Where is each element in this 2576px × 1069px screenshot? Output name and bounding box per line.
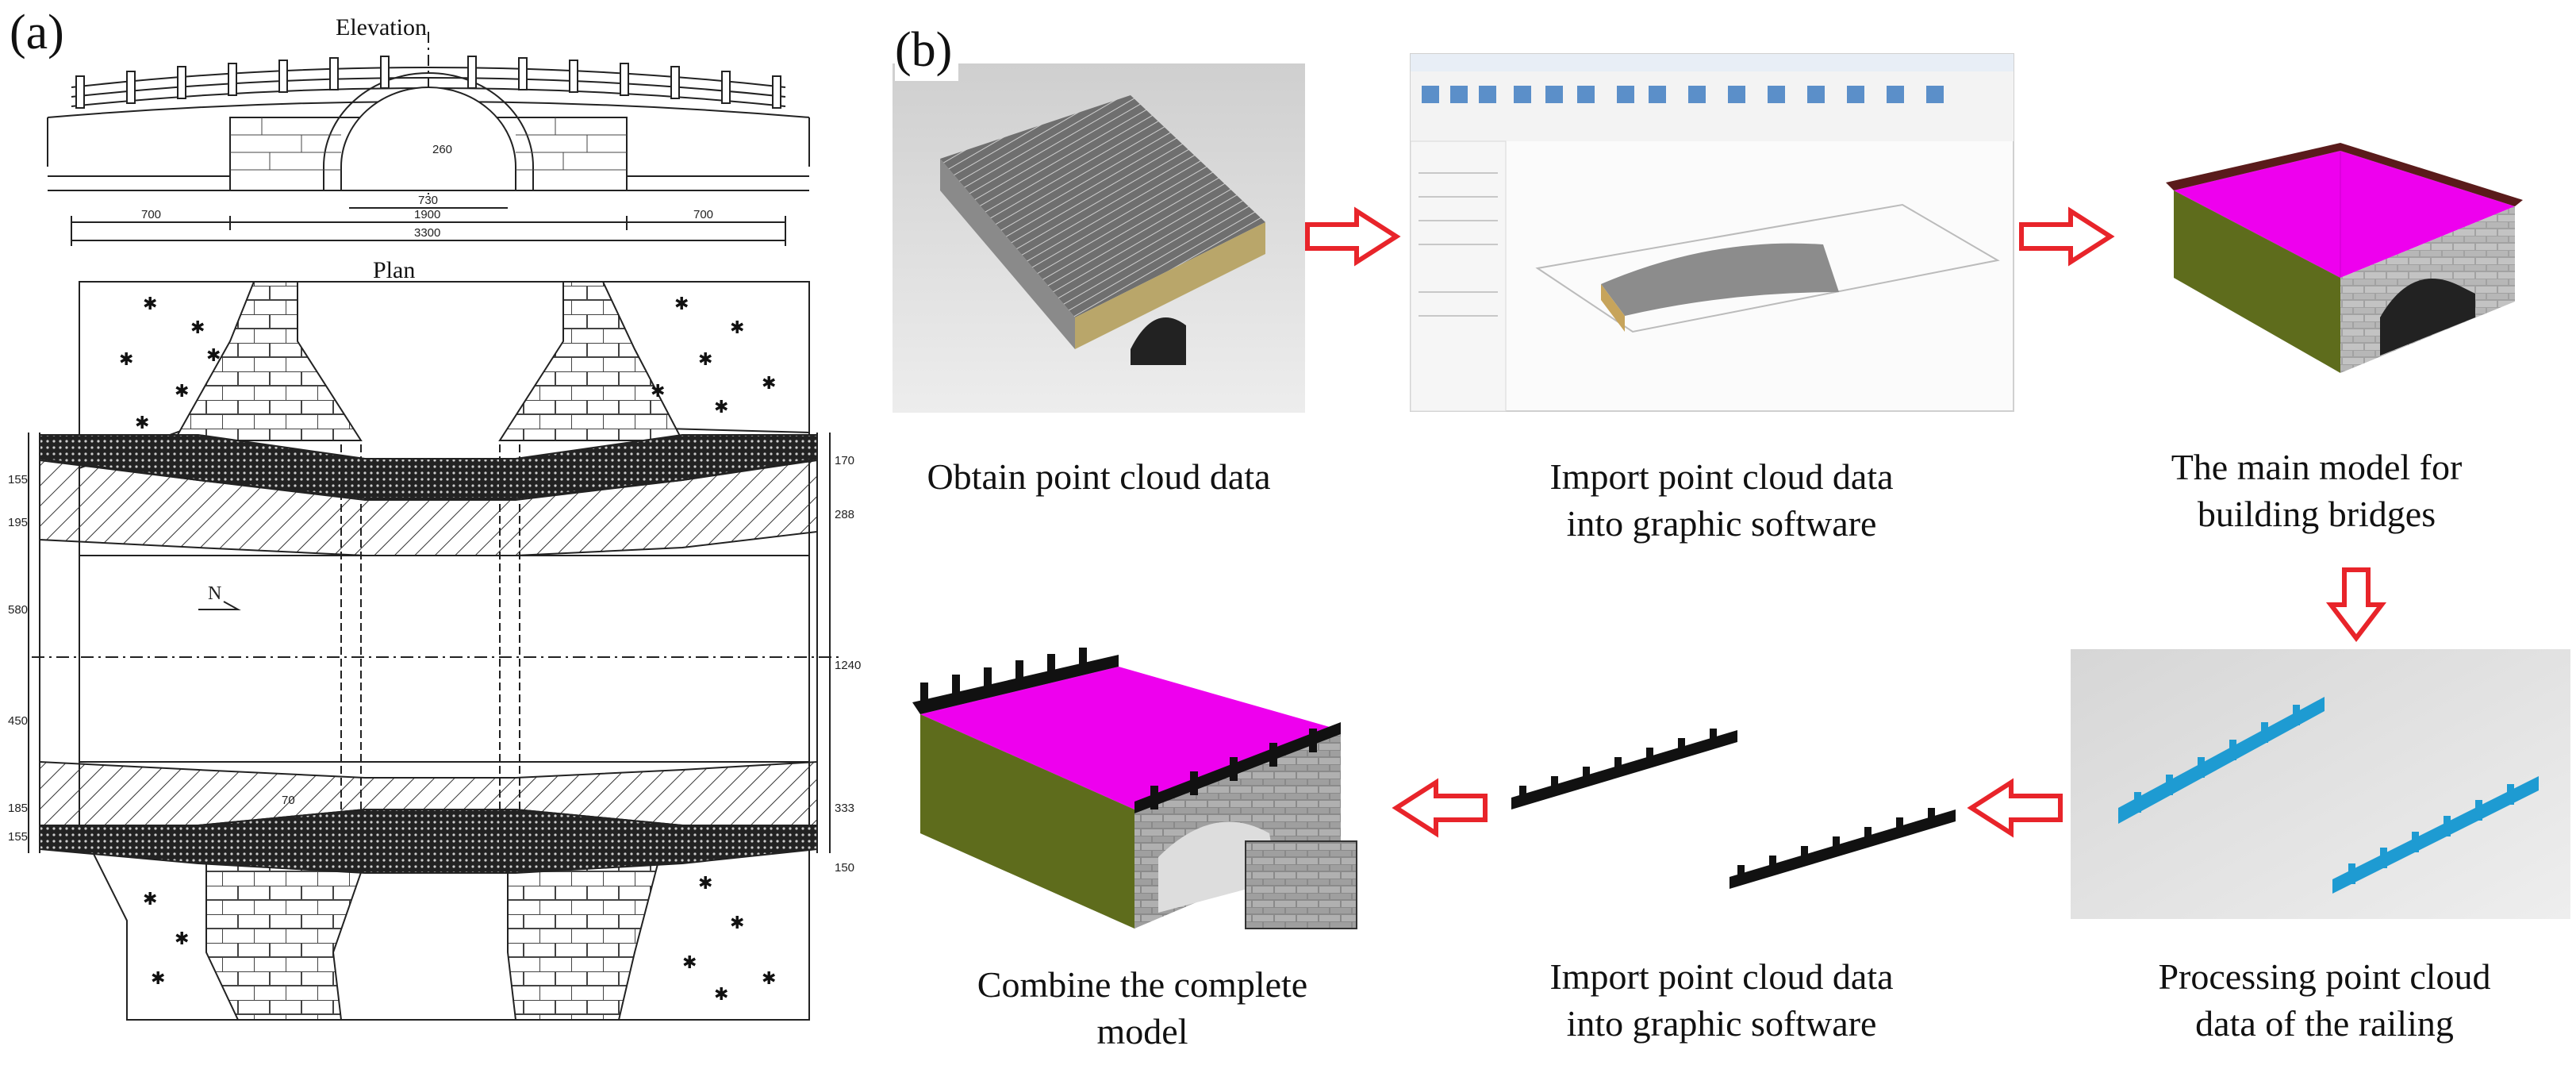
plan-left-dim-6: 155 [8,830,29,844]
step3-main-model-image [2166,143,2523,373]
svg-text:✱: ✱ [730,318,744,338]
dim-total: 3300 [414,226,441,240]
step1-point-cloud-image [893,63,1305,413]
step3-caption: The main model for building bridges [2171,447,2463,534]
step5-railing-models-image [1511,729,1956,889]
arrow-step2-to-step3 [2019,206,2115,267]
svg-text:✱: ✱ [151,969,165,989]
svg-text:✱: ✱ [714,985,728,1005]
svg-text:✱: ✱ [682,953,697,973]
svg-text:✱: ✱ [698,350,712,370]
arrow-step4-to-step5 [1967,778,2063,838]
svg-text:✱: ✱ [175,382,189,402]
plan-left-dim-3: 580 [8,603,29,617]
plan-left-dim-2: 195 [8,516,29,529]
svg-text:✱: ✱ [730,913,744,933]
svg-text:✱: ✱ [119,350,133,370]
panel-b-label: (b) [895,24,959,81]
plan-inner-label: 70 [282,794,295,807]
dim-center: 1900 [414,208,441,221]
elevation-drawing [47,32,810,246]
plan-right-dim-5: 150 [835,861,855,875]
plan-drawing: ✱✱✱ ✱✱✱ ✱✱✱ ✱✱✱ ✱✱✱ ✱✱✱ ✱✱ [28,281,841,1021]
panel-a-label: (a) [10,6,64,60]
step1-caption: Obtain point cloud data [927,456,1271,497]
dim-left: 700 [141,208,162,221]
plan-right-dim-2: 288 [835,508,855,521]
arrow-step1-to-step2 [1305,206,1401,267]
svg-text:✱: ✱ [135,413,149,433]
svg-text:✱: ✱ [762,374,776,394]
svg-text:✱: ✱ [651,382,665,402]
arrow-step3-to-step4 [2325,567,2387,642]
svg-text:✱: ✱ [190,318,205,338]
svg-text:✱: ✱ [698,874,712,894]
plan-right-dim-3: 1240 [835,659,862,672]
step6-caption: Combine the complete model [977,964,1308,1052]
dim-arch-height: 260 [432,143,453,156]
step2-caption: Import point cloud data into graphic sof… [1549,456,1894,544]
plan-left-dim-4: 450 [8,714,29,728]
arrow-step5-to-step6 [1392,778,1488,838]
plan-right-dim-1: 170 [835,454,855,467]
dim-arch-span: 730 [418,194,439,207]
svg-text:✱: ✱ [143,294,157,314]
svg-text:✱: ✱ [762,969,776,989]
plan-left-dim-5: 185 [8,802,29,815]
svg-text:✱: ✱ [143,890,157,909]
north-label: N [208,583,222,604]
svg-text:✱: ✱ [206,346,221,366]
elevation-title: Elevation [336,14,427,40]
svg-text:✱: ✱ [674,294,689,314]
dim-right: 700 [693,208,714,221]
step2-software-screenshot [1410,53,2014,412]
plan-right-dim-4: 333 [835,802,855,815]
svg-text:✱: ✱ [175,929,189,949]
step4-railing-processing-image [2071,649,2570,919]
plan-title: Plan [373,257,416,283]
svg-text:✱: ✱ [714,398,728,417]
step6-complete-model-image [912,648,1357,929]
step4-caption: Processing point cloud data of the raili… [2158,956,2491,1044]
step5-caption: Import point cloud data into graphic sof… [1549,956,1894,1044]
plan-left-dim-1: 155 [8,473,29,486]
